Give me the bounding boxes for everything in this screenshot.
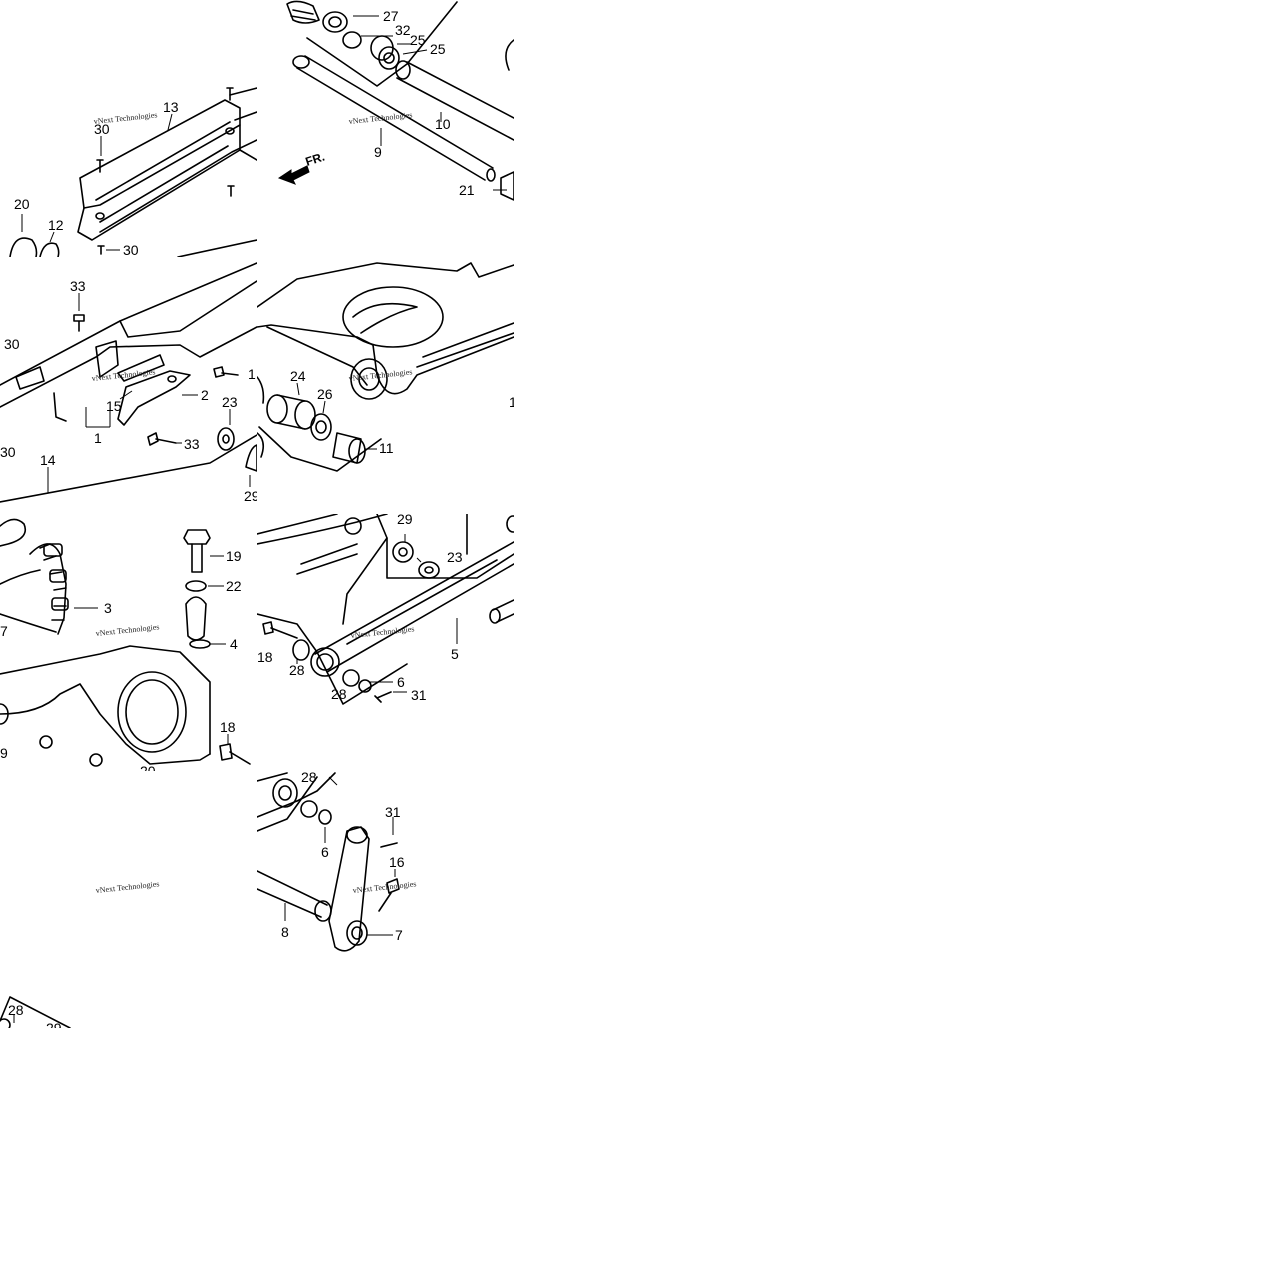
- callout-6: 6: [397, 674, 405, 690]
- callout-1: 1: [509, 394, 514, 410]
- callout-3: 3: [104, 600, 112, 616]
- callout-25: 25: [410, 32, 426, 48]
- callout-28: 28: [8, 1002, 24, 1018]
- front-marker: FR.: [304, 150, 327, 169]
- callout-32: 32: [395, 22, 411, 38]
- swingarm-bottom-fragment: 28 29 vNext Technologies: [0, 879, 160, 1028]
- callout-6: 6: [321, 844, 329, 860]
- callout-33b: 33: [184, 436, 200, 452]
- callout-18: 18: [257, 649, 273, 665]
- callout-9: 9: [374, 144, 382, 160]
- callout-27: 27: [383, 8, 399, 24]
- callout-33: 33: [70, 278, 86, 294]
- callout-29: 29: [397, 514, 413, 527]
- pivot-bolt-bearing-drawing: FR. 27 32 25 25 10 9 21 vNext Technologi…: [277, 0, 514, 201]
- callout-30: 30: [94, 121, 110, 137]
- diagram-tile-bottom-left: 28 29 vNext Technologies: [0, 771, 257, 1028]
- diagram-tile-lower-right: 29 23 18 28 5 6 28 31 vNext Technologies: [257, 514, 514, 771]
- watermark-text: vNext Technologies: [348, 110, 413, 126]
- callout-21: 21: [459, 182, 475, 198]
- callout-28: 28: [301, 771, 317, 785]
- callout-18: 18: [220, 719, 236, 735]
- watermark-text: vNext Technologies: [95, 879, 160, 895]
- callout-8: 8: [281, 924, 289, 940]
- swingarm-pivot-drawing: 24 26 11 1 vNext Technologies: [257, 262, 514, 472]
- callout-26: 26: [317, 386, 333, 402]
- callout-23: 23: [447, 549, 463, 565]
- callout-29: 29: [244, 488, 257, 504]
- callout-9: 9: [0, 745, 8, 761]
- diagram-tile-mid-right: 24 26 11 1 vNext Technologies: [257, 257, 514, 514]
- callout-13: 13: [163, 99, 179, 115]
- swingarm-left-drawing: 33 30 1 2 15 1 33 23 30 14 29 vNext Tech…: [0, 262, 257, 504]
- diagram-tile-bottom-right: 28 31 16 6 8 7 vNext Technologies: [257, 771, 514, 1028]
- watermark-text: vNext Technologies: [352, 879, 417, 895]
- callout-4: 4: [230, 636, 238, 652]
- callout-29: 29: [46, 1020, 62, 1028]
- callout-2: 2: [201, 387, 209, 403]
- watermark-text: vNext Technologies: [95, 622, 160, 638]
- callout-20: 20: [140, 763, 156, 771]
- callout-31: 31: [411, 687, 427, 703]
- watermark-text: vNext Technologies: [350, 624, 415, 640]
- callout-10: 10: [435, 116, 451, 132]
- callout-7: 7: [0, 623, 8, 639]
- swingarm-chain-guard-drawing: 13 30 20 12 30 vNext Technologies: [9, 87, 257, 257]
- callout-19: 19: [226, 548, 242, 564]
- callout-15: 15: [106, 398, 122, 414]
- callout-30b: 30: [0, 444, 16, 460]
- callout-20: 20: [14, 196, 30, 212]
- watermark-text: vNext Technologies: [348, 367, 413, 383]
- callout-28b: 28: [331, 686, 347, 702]
- callout-25b: 25: [430, 41, 446, 57]
- callout-16: 16: [389, 854, 405, 870]
- callout-28: 28: [289, 662, 305, 678]
- callout-14: 14: [40, 452, 56, 468]
- diagram-tile-lower-left: 19 22 3 4 7 18 9 20 vNext Technologies: [0, 514, 257, 771]
- callout-1: 1: [248, 366, 256, 382]
- callout-23: 23: [222, 394, 238, 410]
- shock-arm-drawing: 28 31 16 6 8 7 vNext Technologies: [257, 771, 417, 952]
- drive-chain-drawing: 19 22 3 4 7 18 9 20 vNext Technologies: [0, 518, 251, 771]
- callout-7: 7: [395, 927, 403, 943]
- callout-22: 22: [226, 578, 242, 594]
- callout-1b: 1: [94, 430, 102, 446]
- diagram-tile-top-left: 13 30 20 12 30 vNext Technologies: [0, 0, 257, 257]
- callout-12: 12: [48, 217, 64, 233]
- callout-30b: 30: [123, 242, 139, 257]
- diagram-tile-mid-left: 33 30 1 2 15 1 33 23 30 14 29 vNext Tech…: [0, 257, 257, 514]
- shock-link-drawing: 29 23 18 28 5 6 28 31 vNext Technologies: [257, 514, 514, 705]
- callout-31: 31: [385, 804, 401, 820]
- callout-24: 24: [290, 368, 306, 384]
- callout-5: 5: [451, 646, 459, 662]
- diagram-tile-top-right: FR. 27 32 25 25 10 9 21 vNext Technologi…: [257, 0, 514, 257]
- callout-11: 11: [379, 440, 394, 456]
- watermark-text: vNext Technologies: [93, 110, 158, 126]
- callout-30: 30: [4, 336, 20, 352]
